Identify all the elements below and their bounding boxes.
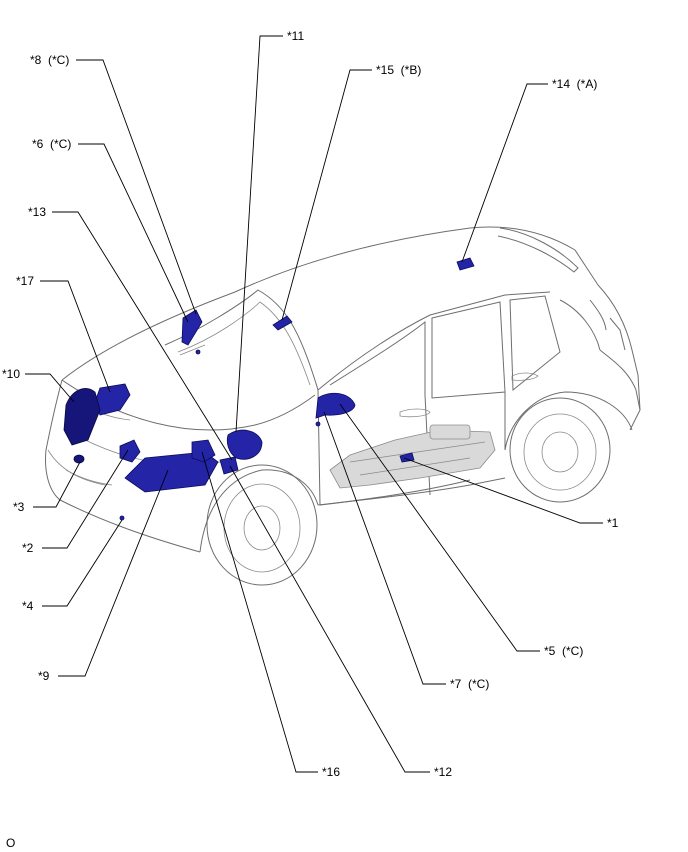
sensor-part: [119, 515, 125, 521]
callout-1: *1: [607, 516, 619, 530]
leader-12: [229, 465, 430, 773]
callout-labels: *11 *8 (*C) *15 (*B) *14 (*A) *6 (*C) *1…: [2, 29, 619, 779]
callout-17: *17: [16, 274, 34, 288]
callout-2: *2: [22, 541, 34, 555]
leader-8: [76, 59, 197, 315]
booster-part: [226, 429, 263, 460]
leader-lines: [25, 35, 603, 773]
leader-7: [323, 411, 446, 685]
leader-5: [339, 403, 540, 652]
mirror-part: [181, 309, 203, 346]
callout-9: *9: [38, 669, 50, 683]
leader-15: [281, 69, 372, 321]
leader-4: [42, 519, 123, 607]
callout-6: *6 (*C): [32, 137, 71, 151]
relay-part: [219, 456, 239, 475]
tank-sensor-part: [399, 452, 415, 463]
leader-17: [40, 280, 111, 393]
callout-5: *5 (*C): [544, 644, 583, 658]
callout-12: *12: [434, 765, 452, 779]
leader-11: [235, 35, 283, 433]
callout-8: *8 (*C): [30, 53, 69, 67]
horn-part: [73, 454, 85, 464]
callout-15: *15 (*B): [376, 63, 421, 77]
figure-code: O: [6, 836, 16, 850]
leader-6: [78, 143, 189, 323]
leader-1: [403, 457, 603, 524]
cover-part: [124, 451, 219, 493]
leader-9: [58, 469, 169, 677]
callout-4: *4: [22, 599, 34, 613]
leader-14: [461, 83, 548, 263]
callout-3: *3: [13, 500, 25, 514]
callout-10: *10: [2, 367, 20, 381]
callout-7: *7 (*C): [450, 677, 489, 691]
callout-11: *11: [287, 29, 304, 43]
leader-10: [25, 373, 75, 403]
leader-13: [52, 211, 233, 461]
unit-part: [191, 439, 216, 463]
leader-3: [33, 461, 81, 508]
actuator-part: [119, 439, 141, 463]
callout-14: *14 (*A): [552, 77, 597, 91]
components: [63, 257, 475, 521]
outer-mirror-part: [315, 392, 356, 419]
callout-13: *13: [28, 205, 46, 219]
leader-2: [42, 449, 129, 549]
leader-16: [201, 451, 318, 773]
callout-16: *16: [322, 765, 340, 779]
roof-antenna-part: [456, 257, 475, 271]
